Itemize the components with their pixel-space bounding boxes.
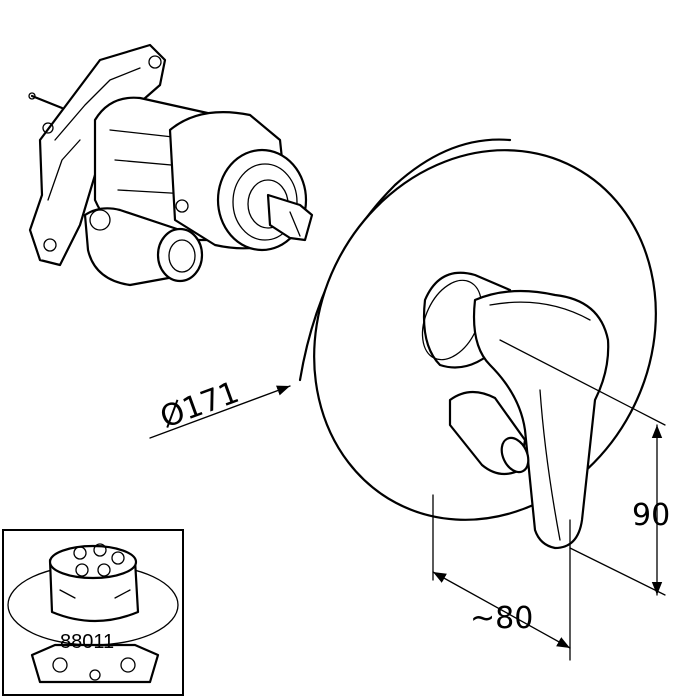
diameter-label: Ø171 — [156, 375, 244, 436]
concealed-valve-body — [28, 43, 314, 287]
spindle — [266, 193, 314, 242]
inset-panel: 88011 — [2, 529, 184, 696]
depth-arrow — [432, 571, 571, 649]
dimension-height: 90 — [499, 339, 670, 596]
mounting-hole — [43, 238, 57, 252]
mounting-hole — [42, 122, 54, 134]
dimension-depth: ~80 — [432, 494, 571, 661]
height-label: 90 — [632, 498, 670, 533]
lever-handle — [472, 289, 610, 550]
cover-plate-assembly — [298, 138, 657, 550]
depth-label: ~80 — [470, 601, 533, 636]
dimension-diameter: Ø171 — [149, 375, 291, 439]
diameter-arrow — [149, 385, 291, 439]
mounting-hole — [148, 55, 162, 69]
inset-part-number: 88011 — [60, 631, 114, 653]
